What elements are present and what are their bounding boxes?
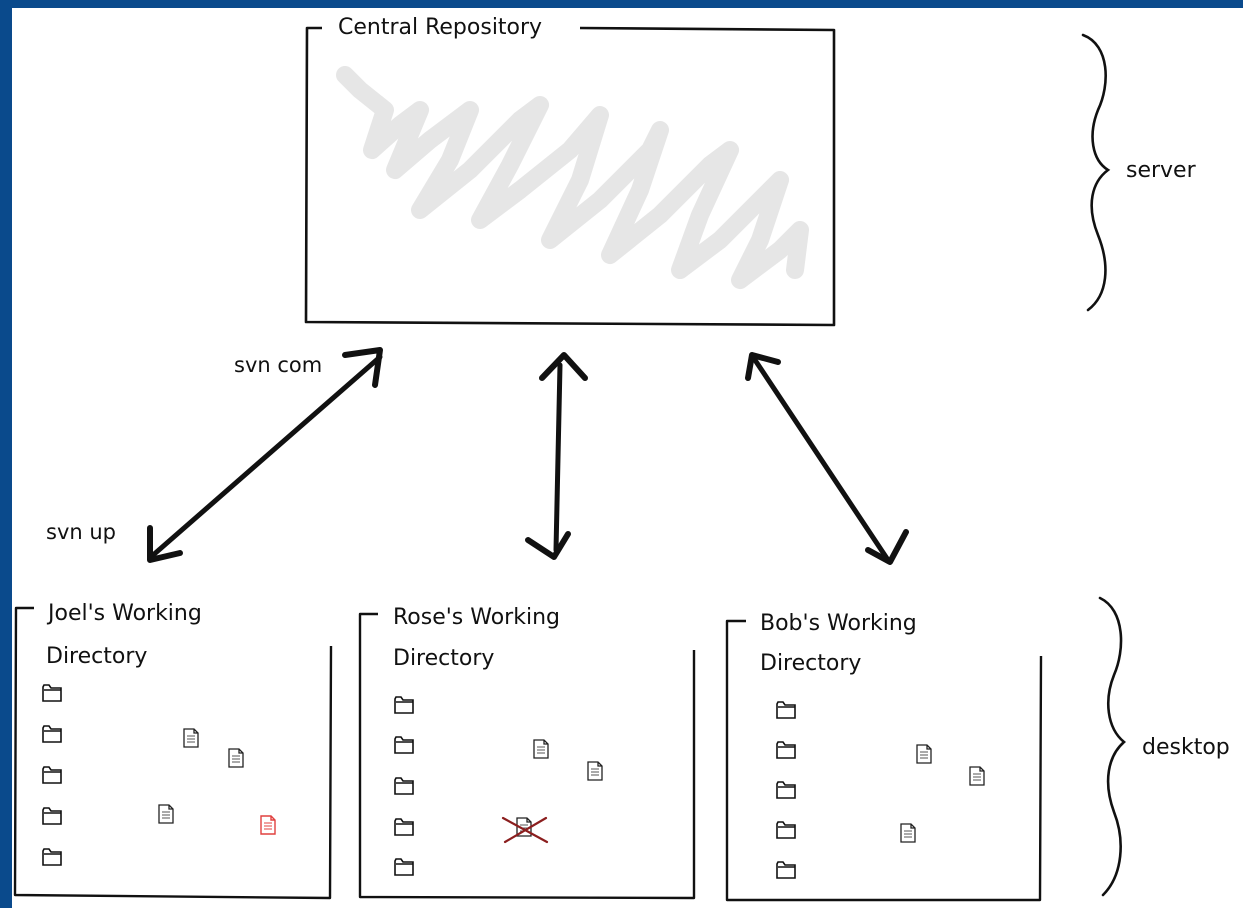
folder-icon [394,736,414,754]
file-icon [969,766,985,786]
folder-icon [42,766,62,784]
file-icon [228,748,244,768]
folder-icon [776,781,796,799]
working-dir-joel: Joel's Working Directory [13,601,333,900]
working-dir-box [358,612,696,900]
central-repository: Central Repository [304,15,836,327]
svn-commit-label: svn com [234,353,322,377]
working-dir-subtitle: Directory [46,644,147,669]
svn-update-label: svn up [46,520,116,544]
desktop-label: desktop [1142,735,1230,760]
repository-scribble [336,66,809,289]
working-dir-title: Rose's Working [393,605,560,630]
working-dir-subtitle: Directory [393,646,494,671]
folder-icon [776,861,796,879]
folder-icon [42,725,62,743]
file-icon [183,728,199,748]
folder-icon [42,848,62,866]
folder-icon [776,741,796,759]
arrow-joel [147,347,383,563]
working-dir-rose: Rose's Working Directory [358,605,696,900]
working-dir-title: Bob's Working [760,611,917,636]
arrow-rose [525,352,588,560]
file-icon [158,804,174,824]
file-icon [916,744,932,764]
folder-icon [42,684,62,702]
modified-file-icon [260,815,276,835]
folder-icon [394,858,414,876]
server-brace [1081,33,1111,312]
file-icon [900,823,916,843]
working-dir-title: Joel's Working [46,601,202,626]
diagram-svg: Central Repository svn com svn up server… [13,15,1230,902]
file-icon [587,761,603,781]
folder-icon [42,807,62,825]
folder-icon [776,701,796,719]
folder-icon [394,818,414,836]
server-label: server [1126,158,1197,183]
folder-icon [394,696,414,714]
arrow-bob [745,352,909,565]
desktop-brace [1098,596,1127,897]
folder-icon [776,821,796,839]
working-dir-box [725,619,1043,902]
working-dir-bob: Bob's Working Directory [725,611,1043,902]
diagram-canvas: Central Repository svn com svn up server… [12,8,1243,908]
folder-icon [394,777,414,795]
repository-title: Central Repository [338,15,542,40]
working-dir-box [13,606,333,900]
working-dir-subtitle: Directory [760,651,861,676]
deleted-file-icon [501,816,549,844]
repository-box [304,26,836,327]
file-icon [533,739,549,759]
